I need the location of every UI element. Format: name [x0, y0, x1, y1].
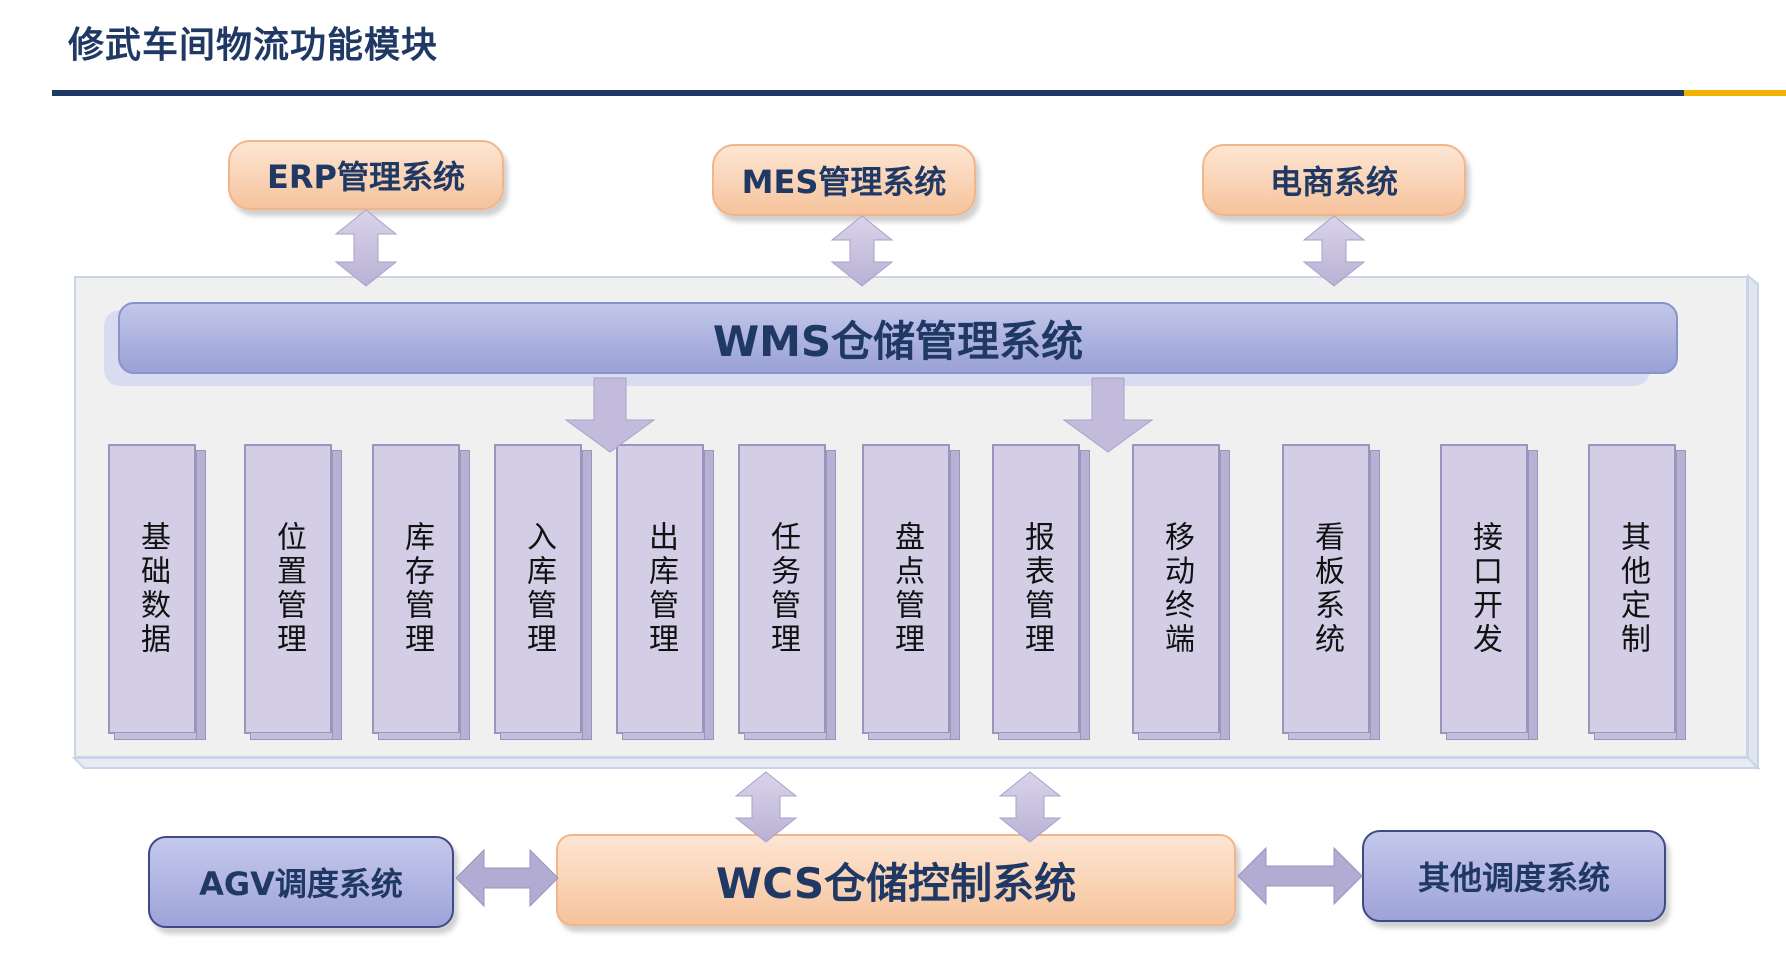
module-column: 报表管理 — [992, 444, 1090, 740]
ecommerce-wms-arrow — [1302, 215, 1366, 287]
title-divider-accent — [1684, 90, 1786, 96]
agv-system-box: AGV调度系统 — [148, 836, 454, 928]
module-label: 基础数据 — [135, 521, 170, 657]
module-column: 任务管理 — [738, 444, 836, 740]
module-label: 移动终端 — [1159, 521, 1194, 657]
module-label: 库存管理 — [399, 521, 434, 657]
module-label: 出库管理 — [643, 521, 678, 657]
ecommerce-system-label: 电商系统 — [1269, 163, 1398, 201]
page-title: 修武车间物流功能模块 — [68, 25, 439, 66]
module-label: 报表管理 — [1019, 521, 1054, 657]
wms-wcs-arrow — [998, 771, 1062, 843]
module-label: 盘点管理 — [889, 521, 924, 657]
module-label: 位置管理 — [271, 521, 306, 657]
wcs-other-arrow — [1237, 846, 1363, 906]
module-column: 盘点管理 — [862, 444, 960, 740]
module-column: 基础数据 — [108, 444, 206, 740]
mes-system-box: MES管理系统 — [712, 144, 976, 216]
module-column: 看板系统 — [1282, 444, 1380, 740]
module-label: 看板系统 — [1309, 521, 1344, 657]
module-column: 位置管理 — [244, 444, 342, 740]
module-column: 库存管理 — [372, 444, 470, 740]
module-column: 入库管理 — [494, 444, 592, 740]
module-column: 移动终端 — [1132, 444, 1230, 740]
agv-wcs-arrow — [455, 848, 559, 908]
erp-wms-arrow — [334, 209, 398, 287]
erp-system-box: ERP管理系统 — [228, 140, 504, 210]
wms-system-bar: WMS仓储管理系统 — [118, 302, 1678, 374]
module-column: 其他定制 — [1588, 444, 1686, 740]
module-label: 接口开发 — [1467, 521, 1502, 657]
module-column: 接口开发 — [1440, 444, 1538, 740]
mes-wms-arrow — [830, 215, 894, 287]
other-dispatch-system-label: 其他调度系统 — [1417, 859, 1610, 897]
wms-to-modules-arrow — [564, 377, 656, 453]
wcs-system-box: WCS仓储控制系统 — [556, 834, 1236, 926]
wms-to-modules-arrow — [1062, 377, 1154, 453]
title-divider — [52, 90, 1684, 96]
module-label: 任务管理 — [765, 521, 800, 657]
other-dispatch-system-box: 其他调度系统 — [1362, 830, 1666, 922]
agv-system-label: AGV调度系统 — [199, 865, 403, 903]
module-column: 出库管理 — [616, 444, 714, 740]
erp-system-label: ERP管理系统 — [267, 158, 465, 196]
wms-system-label: WMS仓储管理系统 — [712, 316, 1084, 366]
wcs-system-label: WCS仓储控制系统 — [715, 858, 1077, 908]
ecommerce-system-box: 电商系统 — [1202, 144, 1466, 216]
module-label: 入库管理 — [521, 521, 556, 657]
mes-system-label: MES管理系统 — [741, 163, 947, 201]
module-label: 其他定制 — [1615, 521, 1650, 657]
wms-wcs-arrow — [734, 771, 798, 843]
